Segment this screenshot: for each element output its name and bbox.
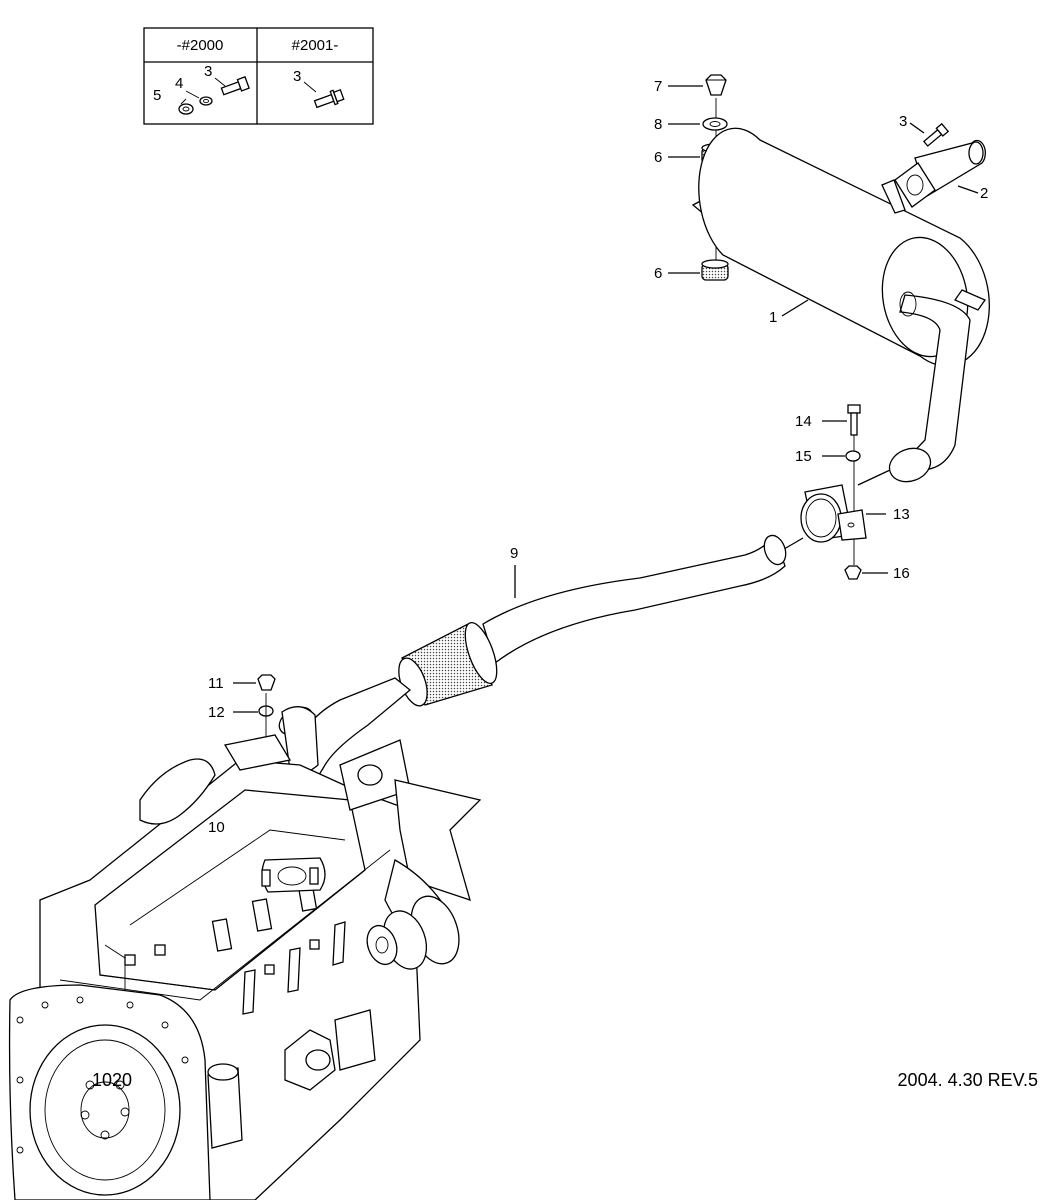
variant-header-late: #2001- [292, 37, 339, 54]
callout-nut: 7 [654, 78, 662, 95]
callout-muffler: 1 [769, 309, 777, 326]
variant-callout-flange-bolt: 3 [293, 68, 301, 85]
clamp-hardware [778, 404, 891, 580]
callout-clamp: 13 [893, 506, 910, 523]
variant-header-early: -#2000 [177, 37, 224, 54]
page-code: 1020 [92, 1070, 132, 1090]
callout-clamp-washer: 15 [795, 448, 812, 465]
callout-rubber-mount-upper: 6 [654, 149, 662, 166]
callout-exhaust-pipe: 9 [510, 545, 518, 562]
variant-callout-bolt: 3 [204, 63, 212, 80]
muffler [691, 127, 990, 483]
revision-stamp: 2004. 4.30 REV.5 [898, 1070, 1038, 1090]
callout-washer: 8 [654, 116, 662, 133]
inlet-pipe [881, 122, 986, 214]
variant-table: -#2000 #2001- 3 4 5 [143, 27, 374, 125]
variant-callout-flat-washer: 5 [153, 87, 161, 104]
callout-manifold-nut: 11 [208, 675, 224, 692]
callout-rubber-mount-lower: 6 [654, 265, 662, 282]
callout-bolt: 3 [899, 113, 907, 130]
callout-gasket: 10 [208, 819, 225, 836]
callout-manifold-washer: 12 [208, 704, 225, 721]
variant-callout-lock-washer: 4 [175, 75, 183, 92]
callout-clamp-nut: 16 [893, 565, 910, 582]
callout-inlet-pipe: 2 [980, 185, 988, 202]
engine [8, 734, 482, 1200]
bolt-washer-set-icon [178, 76, 250, 115]
exhaust-pipe [278, 534, 787, 791]
callout-clamp-bolt: 14 [795, 413, 812, 430]
callout-labels: 1 2 3 6 6 7 8 9 10 11 12 13 14 15 16 [208, 78, 988, 836]
flange-bolt-icon [303, 81, 345, 109]
